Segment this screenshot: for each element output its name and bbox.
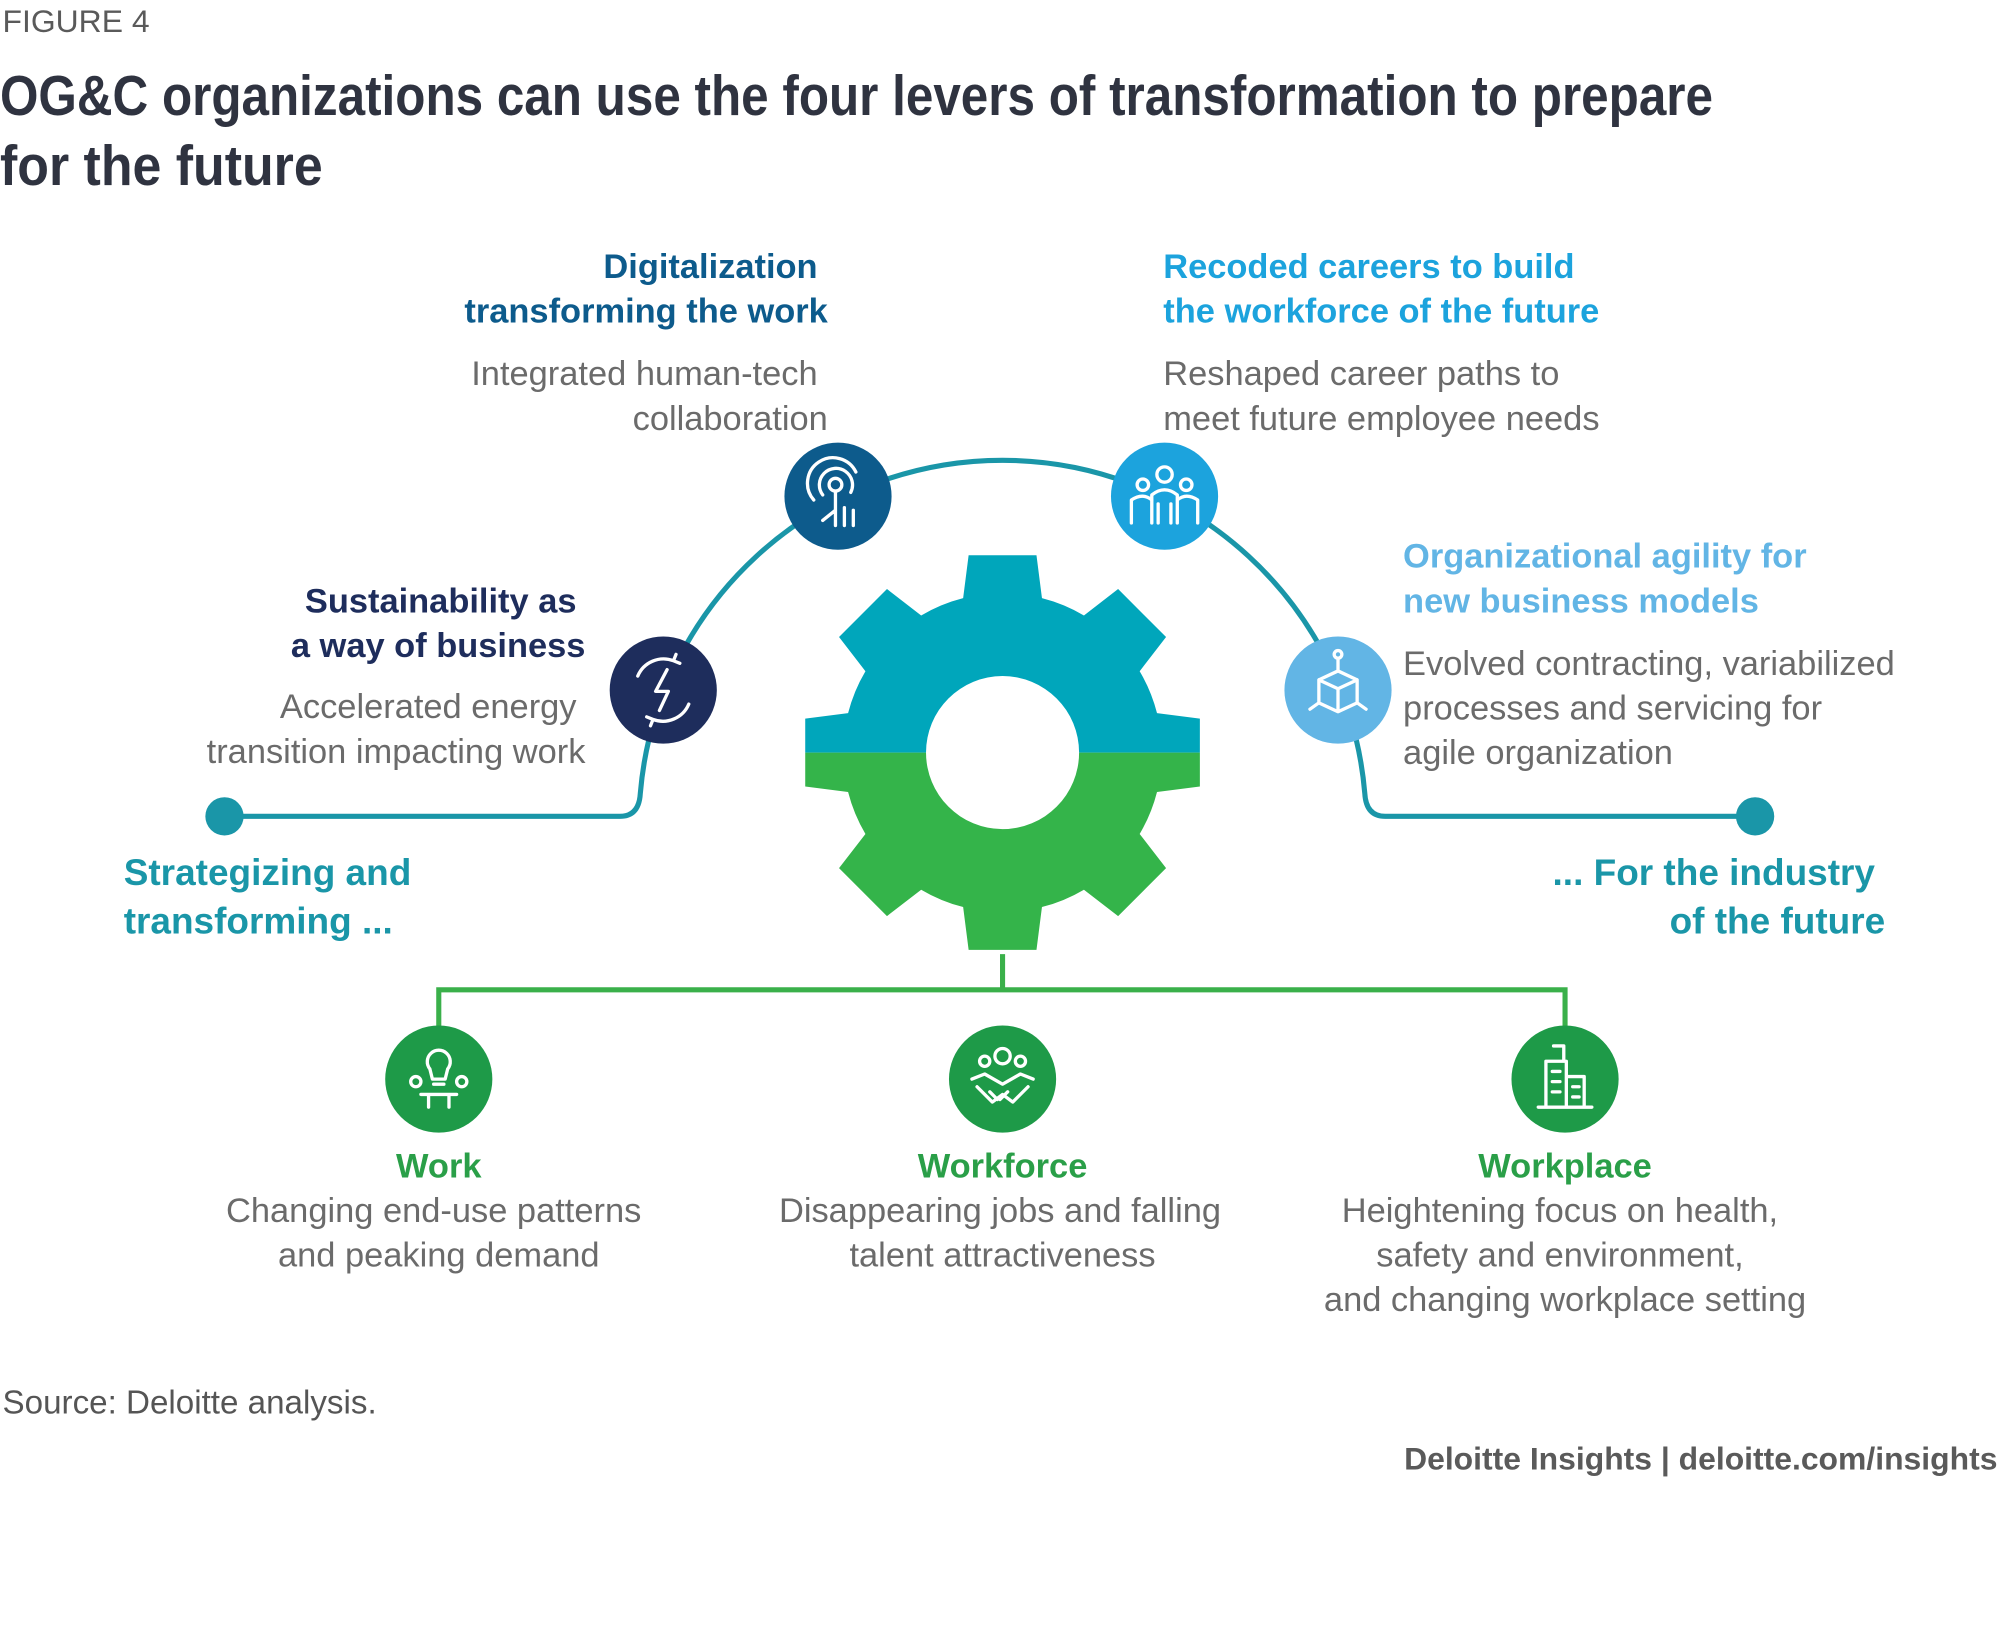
lever-recoded-careers: Recoded careers to build the workforce o… bbox=[1163, 248, 1599, 438]
people-group-icon bbox=[1110, 442, 1219, 550]
lever-body: Reshaped career paths to bbox=[1163, 355, 1559, 393]
left-label: Strategizing and bbox=[124, 852, 412, 893]
left-label: transforming ... bbox=[124, 901, 393, 942]
lever-body: agile organization bbox=[1403, 734, 1673, 772]
lever-heading: the workforce of the future bbox=[1163, 293, 1599, 331]
driver-heading: Work bbox=[396, 1147, 482, 1185]
right-label: ... For the industry bbox=[1553, 852, 1876, 893]
lever-body: meet future employee needs bbox=[1163, 400, 1599, 438]
lever-heading: new business models bbox=[1403, 582, 1759, 620]
handshake-icon bbox=[948, 1025, 1057, 1133]
lever-heading: Organizational agility for bbox=[1403, 538, 1807, 576]
lever-digitalization: Digitalization transforming the work Int… bbox=[464, 248, 828, 438]
driver-connector bbox=[436, 954, 1568, 1029]
lever-body: Evolved contracting, variabilized bbox=[1403, 645, 1895, 683]
driver-body: and peaking demand bbox=[278, 1237, 600, 1275]
lever-heading: Digitalization bbox=[603, 248, 817, 286]
page-title-line-1: OG&C organizations can use the four leve… bbox=[0, 64, 1713, 127]
driver-heading: Workforce bbox=[918, 1147, 1088, 1185]
driver-workplace: Workplace Heightening focus on health, s… bbox=[1324, 1147, 1806, 1319]
buildings-icon bbox=[1511, 1025, 1619, 1133]
driver-body: Changing end-use patterns bbox=[226, 1192, 641, 1230]
brand-footer: Deloitte Insights | deloitte.com/insight… bbox=[1404, 1440, 1997, 1476]
lightbulb-people-icon bbox=[385, 1025, 493, 1133]
driver-body: Disappearing jobs and falling bbox=[779, 1192, 1221, 1230]
lever-heading: Recoded careers to build bbox=[1163, 248, 1574, 286]
sustainability-icon bbox=[609, 636, 717, 744]
lever-body: Accelerated energy bbox=[280, 688, 577, 726]
lever-heading: a way of business bbox=[291, 627, 586, 665]
page-title-line-2: for the future bbox=[0, 134, 323, 197]
lever-body: processes and servicing for bbox=[1403, 689, 1822, 727]
driver-heading: Workplace bbox=[1478, 1147, 1651, 1185]
source-note: Source: Deloitte analysis. bbox=[3, 1384, 377, 1421]
figure-label: FIGURE 4 bbox=[3, 3, 150, 39]
driver-body: Heightening focus on health, bbox=[1342, 1192, 1778, 1230]
lever-heading: Sustainability as bbox=[305, 582, 577, 620]
gear-icon bbox=[805, 555, 1200, 950]
arc-end-dot bbox=[1735, 797, 1775, 836]
lever-body: transition impacting work bbox=[207, 733, 587, 771]
driver-workforce: Workforce Disappearing jobs and falling … bbox=[779, 1147, 1221, 1274]
lever-heading: transforming the work bbox=[464, 293, 828, 331]
driver-body: safety and environment, bbox=[1376, 1237, 1743, 1275]
lever-body: collaboration bbox=[633, 400, 828, 438]
touch-tech-icon bbox=[784, 442, 892, 550]
driver-body: talent attractiveness bbox=[849, 1237, 1155, 1275]
right-label: of the future bbox=[1670, 901, 1886, 942]
arc-start-dot bbox=[205, 797, 244, 836]
lever-agility: Organizational agility for new business … bbox=[1403, 538, 1895, 772]
cube-network-icon bbox=[1284, 636, 1392, 744]
driver-body: and changing workplace setting bbox=[1324, 1281, 1806, 1319]
lever-body: Integrated human-tech bbox=[471, 355, 817, 393]
lever-sustainability: Sustainability as a way of business Acce… bbox=[207, 582, 587, 771]
driver-work: Work Changing end-use patterns and peaki… bbox=[226, 1147, 641, 1274]
